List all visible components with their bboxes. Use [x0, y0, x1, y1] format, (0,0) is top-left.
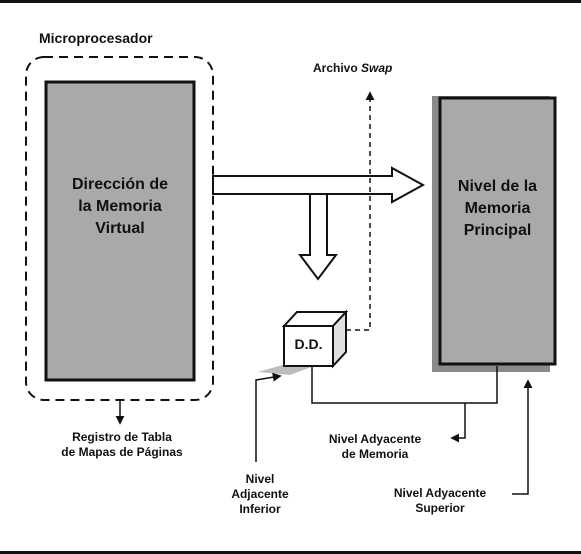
swap-dashed-line — [346, 91, 375, 331]
swap-file-label-prefix: Archivo — [313, 61, 362, 75]
main-memory-box-label: Nivel de la Memoria Principal — [457, 178, 538, 239]
down-transfer-arrow — [298, 193, 338, 281]
lower-level-label: Nivel Adjacente Inferior — [231, 472, 289, 516]
disk-front-face — [283, 325, 334, 367]
main-transfer-arrow — [212, 166, 426, 204]
adjacent-memory-arrow — [450, 403, 466, 443]
swap-file-label-italic: Swap — [361, 61, 393, 75]
microprocessor-label: Microprocesador — [39, 30, 153, 46]
upper-level-label: Nivel Adyacente Superior — [393, 486, 487, 515]
upper-level-arrow — [512, 379, 533, 495]
disk-label: D.D. — [294, 336, 323, 352]
virtual-memory-box — [44, 80, 196, 382]
disk-memory-connector — [311, 366, 498, 404]
lower-level-arrow — [255, 372, 282, 462]
page-table-label: Registro de Tabla de Mapas de Páginas — [61, 430, 183, 459]
virtual-memory-box-label: Dirección de la Memoria Virtual — [71, 176, 169, 237]
main-memory-box — [438, 96, 557, 366]
swap-file-label: Archivo Swap — [313, 61, 392, 76]
adjacent-memory-label: Nivel Adyacente de Memoria — [328, 432, 422, 461]
